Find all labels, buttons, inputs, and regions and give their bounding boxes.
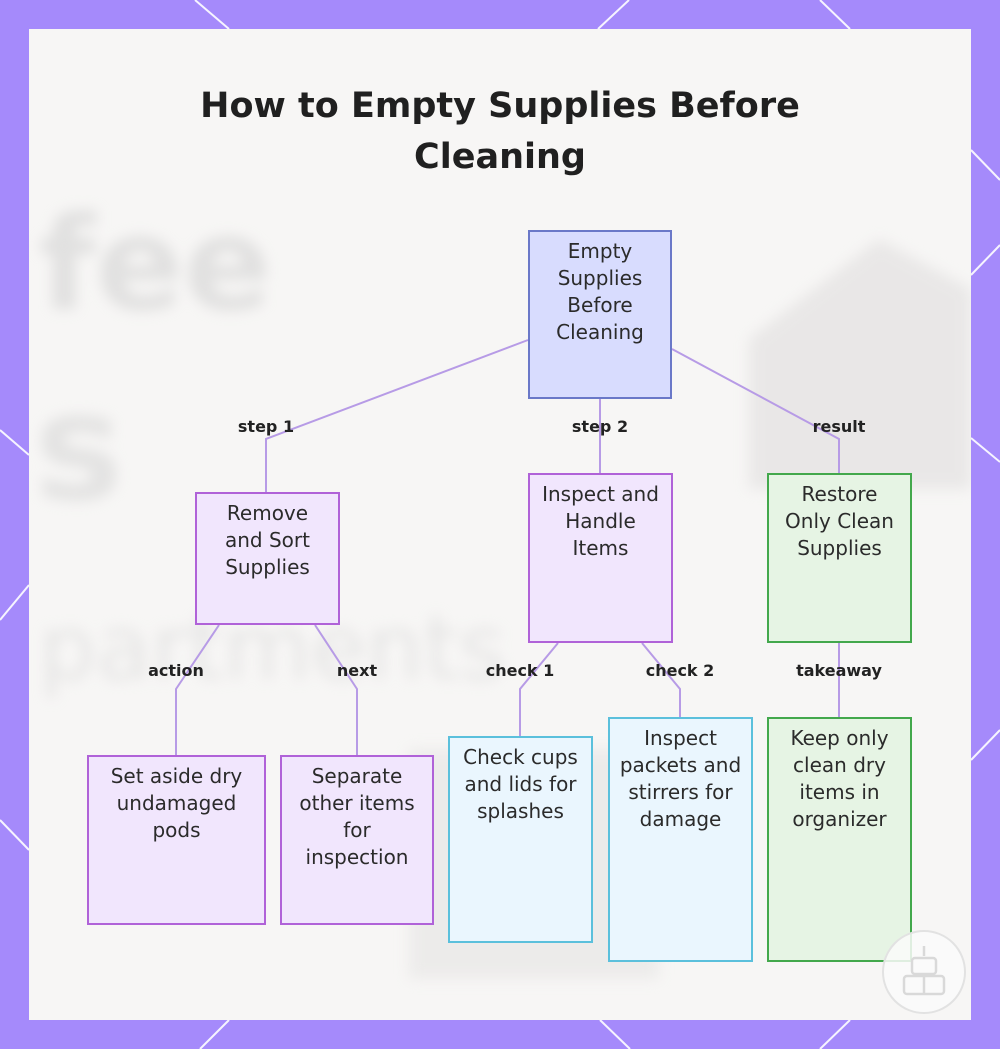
- separate-label: Separate other items for inspection: [299, 764, 415, 869]
- svg-text:s: s: [34, 361, 123, 535]
- remove-sort-node: Remove and Sort Supplies: [195, 492, 340, 625]
- inspect-packets-node: Inspect packets and stirrers for damage: [608, 717, 753, 962]
- edge-label-next: next: [336, 661, 378, 680]
- restore-label: Restore Only Clean Supplies: [785, 482, 894, 560]
- connector-action: [175, 624, 220, 755]
- inspect-handle-label: Inspect and Handle Items: [542, 482, 659, 560]
- set-aside-node: Set aside dry undamaged pods: [87, 755, 266, 925]
- connector-result: [671, 348, 840, 473]
- check-cups-node: Check cups and lids for splashes: [448, 736, 593, 943]
- root-node-label: Empty Supplies Before Cleaning: [556, 239, 644, 344]
- remove-sort-label: Remove and Sort Supplies: [225, 501, 310, 579]
- connector-next: [314, 624, 358, 755]
- keep-only-node: Keep only clean dry items in organizer: [767, 717, 912, 962]
- diagram-panel: fee s partments How to Empty Supplies Be…: [29, 29, 971, 1020]
- connector-check1: [519, 642, 559, 736]
- root-node: Empty Supplies Before Cleaning: [528, 230, 672, 399]
- edge-label-takeaway: takeaway: [796, 661, 882, 680]
- set-aside-label: Set aside dry undamaged pods: [110, 764, 243, 842]
- corner-logo-icon: [882, 930, 966, 1014]
- svg-text:fee: fee: [39, 188, 272, 340]
- connector-lines: [175, 339, 840, 755]
- page-title: How to Empty Supplies Before Cleaning: [200, 86, 800, 177]
- edge-label-action: action: [148, 661, 204, 680]
- inspect-packets-label: Inspect packets and stirrers for damage: [619, 726, 742, 831]
- connector-check2: [641, 642, 681, 717]
- edge-label-result: result: [812, 417, 866, 436]
- connector-step1: [265, 339, 529, 492]
- edge-label-step2: step 2: [571, 417, 629, 436]
- separate-node: Separate other items for inspection: [280, 755, 434, 925]
- restore-node: Restore Only Clean Supplies: [767, 473, 912, 643]
- check-cups-label: Check cups and lids for splashes: [463, 745, 578, 823]
- keep-only-label: Keep only clean dry items in organizer: [790, 726, 889, 831]
- edge-label-check2: check 2: [645, 661, 715, 680]
- inspect-handle-node: Inspect and Handle Items: [528, 473, 673, 643]
- edge-label-check1: check 1: [485, 661, 555, 680]
- edge-label-step1: step 1: [237, 417, 295, 436]
